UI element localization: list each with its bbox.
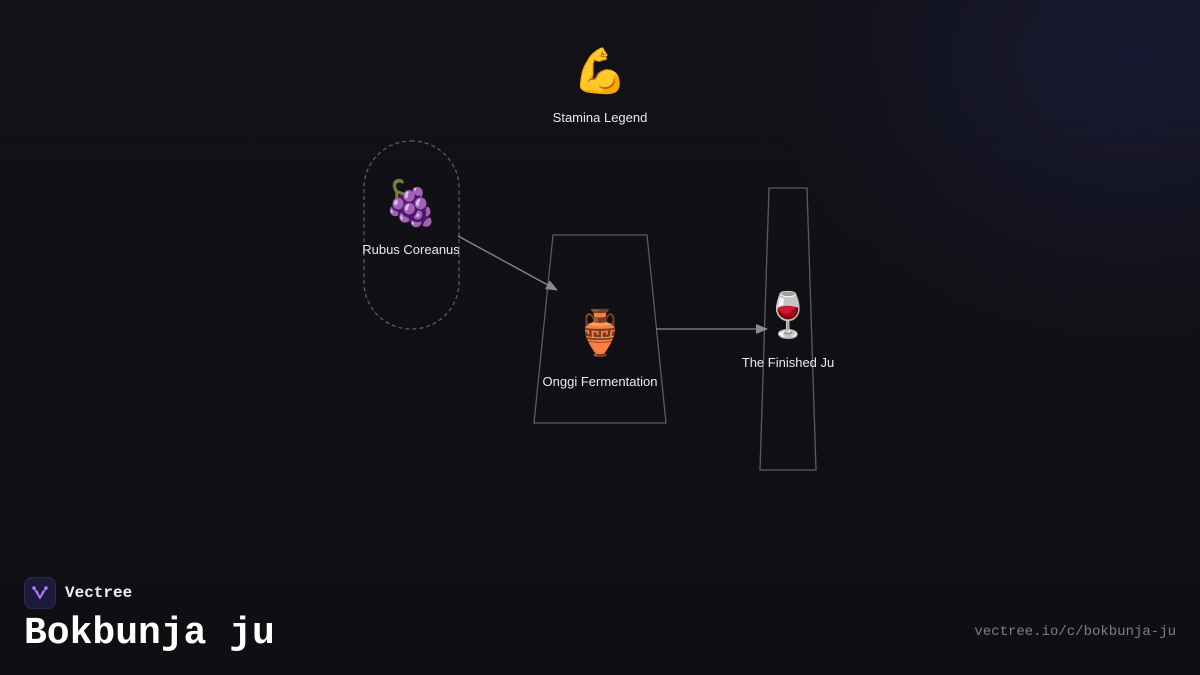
brand-name: Vectree xyxy=(65,584,133,602)
rubus-container xyxy=(363,140,460,330)
node-finished-ju[interactable]: 🍷 The Finished Ju xyxy=(742,290,835,370)
brand[interactable]: Vectree xyxy=(24,577,132,609)
finished-container xyxy=(759,187,817,471)
node-label-rubus-coreanus: Rubus Coreanus xyxy=(362,242,460,257)
onggi-container xyxy=(533,234,667,424)
node-label-stamina-legend: Stamina Legend xyxy=(553,110,648,125)
vectree-logo-icon xyxy=(24,577,56,609)
node-label-finished-ju: The Finished Ju xyxy=(742,355,835,370)
grapes-icon: 🍇 xyxy=(384,178,439,229)
edge-rubus-to-onggi xyxy=(457,235,558,291)
amphora-icon: 🏺 xyxy=(573,308,628,359)
page-url[interactable]: vectree.io/c/bokbunja-ju xyxy=(974,624,1176,640)
wine-glass-icon: 🍷 xyxy=(761,290,816,341)
page-title: Bokbunja ju xyxy=(24,612,275,655)
flexed-biceps-icon: 💪 xyxy=(573,46,628,97)
node-stamina-legend[interactable]: 💪 Stamina Legend xyxy=(553,46,648,125)
node-label-onggi-fermentation: Onggi Fermentation xyxy=(543,374,658,389)
node-onggi-fermentation[interactable]: 🏺 Onggi Fermentation xyxy=(543,308,658,389)
node-rubus-coreanus[interactable]: 🍇 Rubus Coreanus xyxy=(362,178,460,257)
